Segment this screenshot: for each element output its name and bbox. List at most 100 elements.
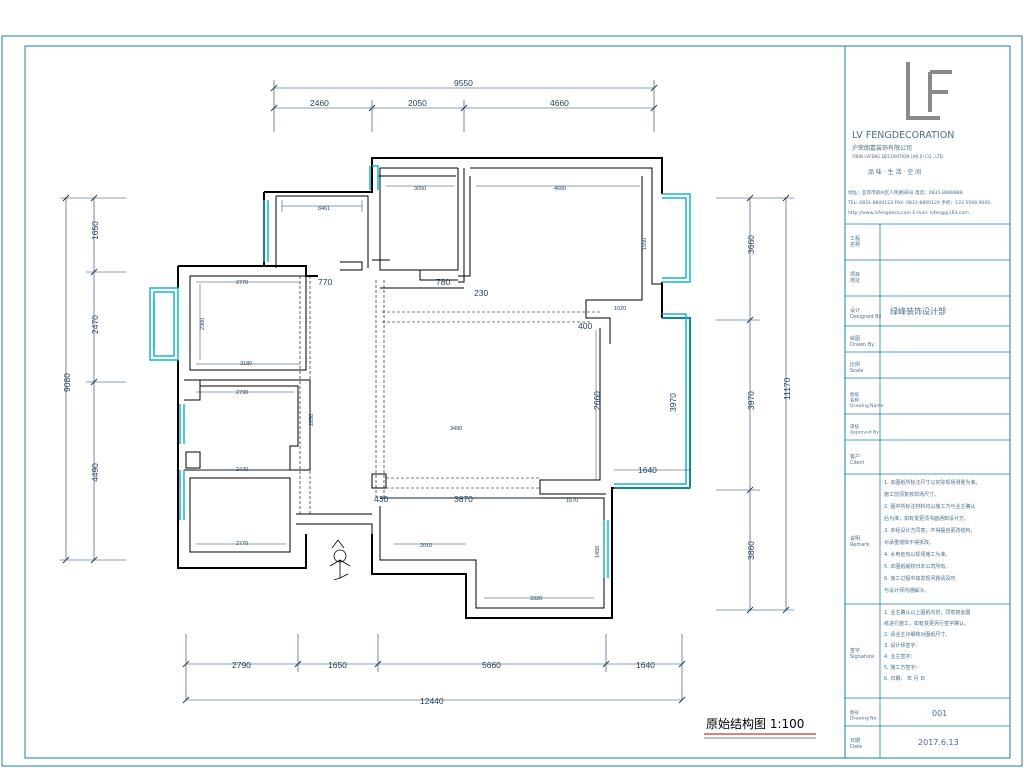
dim-right-segment: 3860: [746, 541, 756, 560]
title-block: LV FENGDECORATION 沪荣朗嘉装饰有限公司 YIBIN LVFEN…: [845, 62, 1010, 758]
room-dim-label: 430: [374, 494, 388, 504]
dim-right-total: 11170: [782, 377, 792, 400]
dim-top-segment: 2460: [310, 98, 329, 108]
dim-bottom-segment: 2790: [232, 660, 251, 670]
address-line: http://www.lvfengdeco.com E-mail: lvfeng…: [848, 210, 969, 216]
room-dim-label: 2660: [592, 391, 602, 410]
signature-line: 1. 业主确认以上图纸内容，同意按此图: [884, 609, 970, 616]
exterior-walls: [177, 157, 691, 619]
dim-top-segment: 4660: [550, 98, 569, 108]
signature-text: 1. 业主确认以上图纸内容，同意按此图 纸进行施工，如有变更另行签字确认。 2.…: [884, 609, 970, 682]
dim-bottom-segment: 1650: [328, 660, 347, 670]
remark-line: 6. 施工过程中如发现问题请及时: [884, 575, 955, 582]
dim-top-total: 9550: [454, 78, 473, 88]
address-line: TEL: 0831-8800123 FAX: 0831-8800124 手机：1…: [847, 199, 990, 206]
room-dim-label: 780: [436, 277, 450, 287]
room-dim-label: 2850: [309, 414, 315, 426]
room-dim-label: 1020: [614, 306, 626, 312]
remark-text: 1. 本图纸所标注尺寸以实际现场测量为准， 施工前须复核现场尺寸。 2. 图中所…: [884, 479, 980, 594]
signature-line: 3. 设计师签字：: [884, 642, 920, 649]
dim-left-segment: 1650: [90, 221, 100, 240]
tb-date-value: 2017.6.13: [918, 738, 959, 747]
room-dim-label: 3050: [414, 186, 426, 192]
room-dim-label: 1640: [638, 465, 657, 475]
signature-line: 纸进行施工，如有变更另行签字确认。: [884, 620, 969, 627]
company-cn: 沪荣朗嘉装饰有限公司: [852, 144, 912, 152]
inner-frame: [24, 45, 1011, 759]
interior-walls: [184, 167, 662, 609]
room-dim-label: 1670: [566, 498, 578, 504]
remark-line: 3. 未经设计方同意，不得擅自更改结构，: [884, 527, 975, 534]
remark-line: 5. 本图纸版权归本公司所有。: [884, 563, 950, 570]
remark-line: 与设计师沟通解决。: [884, 587, 929, 594]
room-dim-label: 2790: [236, 390, 248, 396]
drawing-title: 原始结构图 1:100: [706, 716, 804, 731]
room-dim-label: 770: [318, 277, 332, 287]
dim-bottom-segment: 5660: [482, 660, 501, 670]
lf-logo-icon: [906, 62, 952, 120]
room-dim-label: 3870: [454, 494, 473, 504]
room-dim-label: 1550: [642, 238, 648, 250]
tb-drawing-no-value: 001: [932, 709, 947, 718]
remark-line: 施工前须复核现场尺寸。: [884, 491, 939, 498]
tb-label: 项目地址: [850, 272, 860, 284]
room-dim-label: 400: [578, 321, 592, 331]
company-slogan: 品 味 · 生 活 · 空 间: [868, 168, 921, 176]
signature-line: 2. 请业主仔细核对图纸尺寸。: [884, 631, 950, 638]
room-dim-label: 2770: [236, 541, 248, 547]
tb-designer-value: 绿峰装饰设计部: [890, 306, 946, 316]
room-dim-label: 2010: [420, 543, 432, 549]
dimension-ticks: [62, 84, 790, 704]
room-dim-label: 3490: [450, 426, 462, 432]
remark-line: 对承重墙体不得拆改。: [884, 539, 934, 546]
room-dim-label: 3180: [240, 361, 252, 367]
dim-bottom-total: 12440: [420, 696, 444, 706]
tb-label: 工程名称: [850, 235, 860, 248]
room-dim-label: 2300: [200, 318, 206, 330]
dim-left-segment: 2470: [90, 315, 100, 334]
windows: [149, 165, 691, 578]
remark-line: 后为准，如有变更须书面通知设计方。: [884, 515, 969, 522]
remark-line: 1. 本图纸所标注尺寸以实际现场测量为准，: [884, 479, 980, 486]
signature-line: 4. 业主签字：: [884, 653, 915, 660]
room-dim-label: 2770: [236, 280, 248, 286]
internal-dim-lines: [196, 185, 690, 599]
title-block-grid: [845, 223, 1010, 758]
dim-bottom-segment: 1640: [636, 660, 655, 670]
room-dim-label: 3320: [530, 596, 542, 602]
room-dim-label: 230: [474, 288, 488, 298]
dim-left-total: 9080: [62, 373, 72, 392]
room-dim-label: 1450: [595, 546, 601, 558]
dim-right-segment: 3970: [746, 391, 756, 410]
remark-line: 4. 水电走向以现场施工为准。: [884, 551, 950, 558]
outer-frame: [1, 35, 1023, 767]
company-en: YIBIN LVFENG DECORATION (AN JI) CO., LTD…: [851, 154, 944, 159]
room-dim-label: 2440: [236, 467, 248, 473]
room-dim-label: 8461: [318, 206, 330, 212]
dim-left-segment: 4490: [90, 463, 100, 482]
address-line: 地址：宜宾市叙州区人民路88号 电话：0831-8888888: [848, 189, 963, 196]
signature-line: 6. 日期： 年 月 日: [884, 675, 925, 682]
entry-figure: [329, 539, 351, 581]
remark-line: 2. 图中所标注材料均以施工方与业主确认: [884, 503, 975, 510]
dim-right-segment: 3660: [746, 235, 756, 254]
dim-top-segment: 2050: [408, 98, 427, 108]
floor-plan: 8461 3050 4660 2770 2770 3180 2790 2440 …: [60, 78, 794, 706]
signature-line: 5. 施工方签字：: [884, 664, 920, 671]
room-dim-label: 3970: [668, 393, 678, 412]
dimension-chains: [60, 80, 794, 701]
room-dim-label: 4660: [554, 186, 566, 192]
brand-name: LV FENGDECORATION: [852, 130, 954, 141]
beam-lines: [299, 276, 600, 514]
